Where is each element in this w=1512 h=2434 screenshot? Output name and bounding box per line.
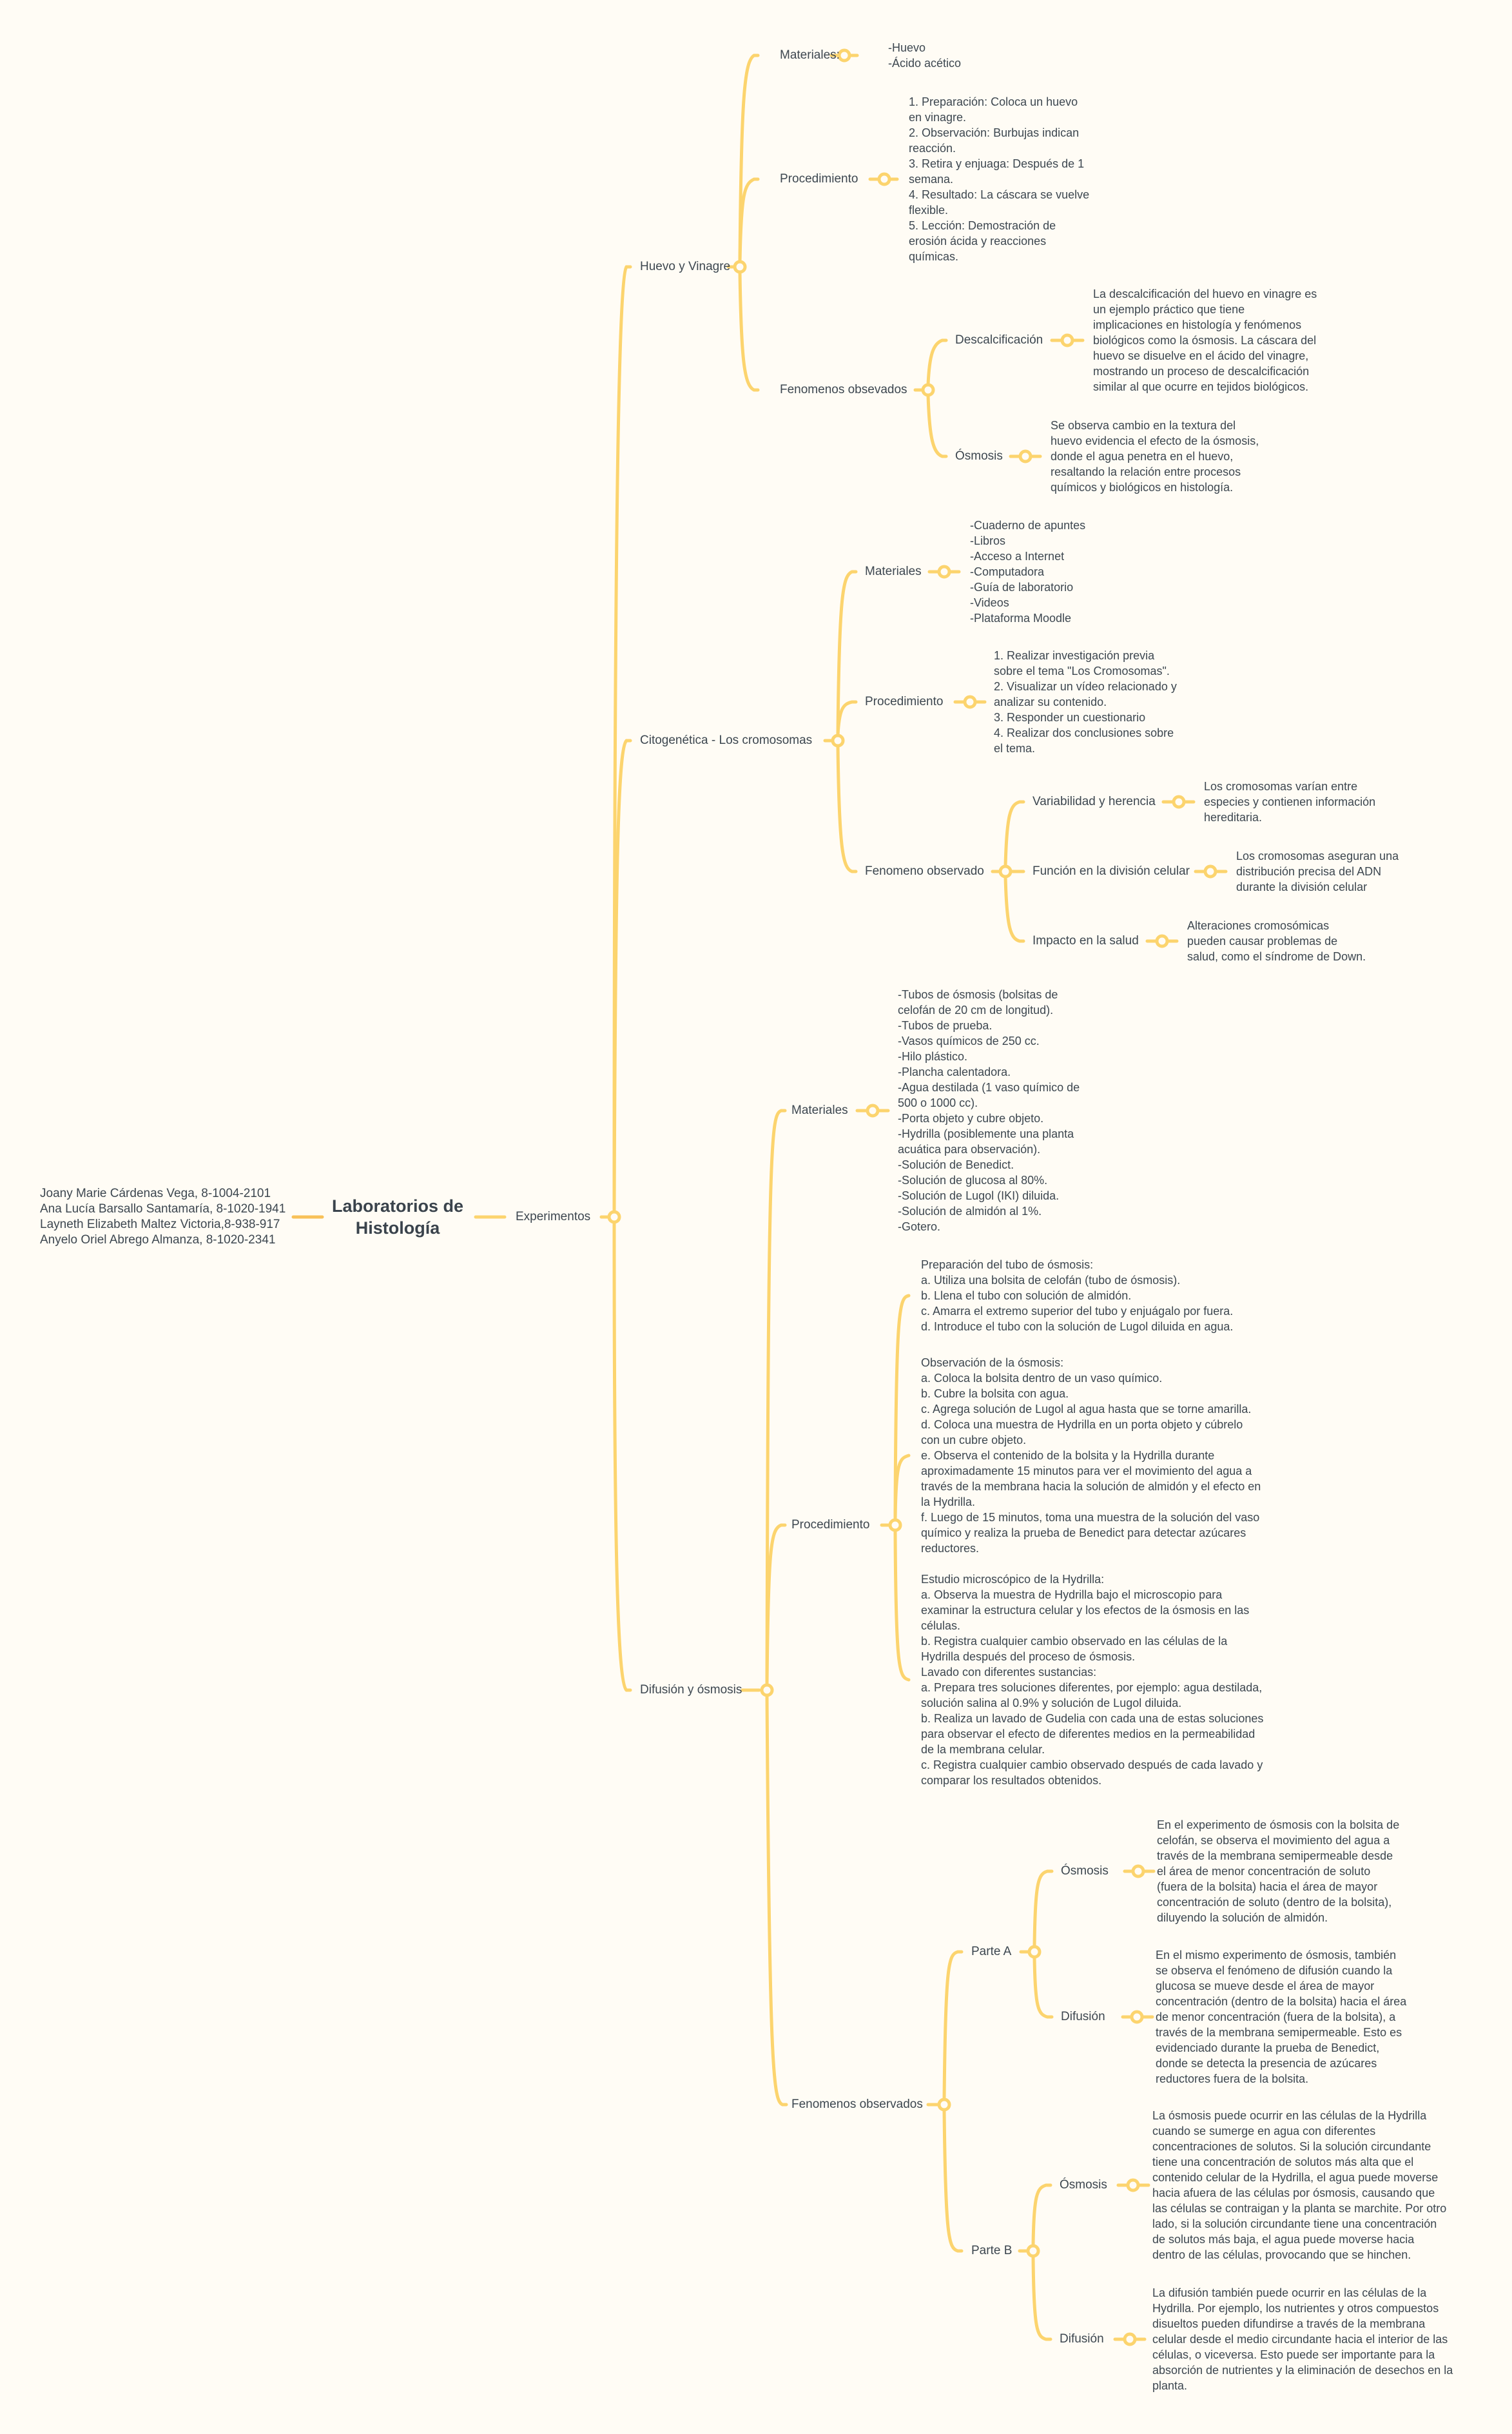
huevo-materiales-text: -Huevo -Ácido acético [888,41,962,70]
huevo-procedimiento-text: 1. Preparación: Coloca un huevo en vinag… [909,95,1090,263]
funcion-division-text: Los cromosomas aseguran una distribución… [1236,850,1399,893]
node-cito-procedimiento[interactable]: Procedimiento [865,695,944,708]
authors-list: Joany Marie Cárdenas Vega, 8-1004-2101 A… [40,1187,286,1247]
node-huevo-osmosis[interactable]: Ósmosis [955,449,1003,463]
node-parte-b[interactable]: Parte B [971,2244,1013,2257]
parte-b-osmosis-text: La ósmosis puede ocurrir en las células … [1152,2109,1447,2261]
node-descalcificacion[interactable]: Descalcificación [955,333,1043,347]
node-impacto-salud[interactable]: Impacto en la salud [1032,934,1139,948]
node-parte-b-difusion[interactable]: Difusión [1060,2332,1104,2346]
node-parte-a[interactable]: Parte A [971,1945,1012,1958]
parte-a-osmosis-text: En el experimento de ósmosis con la bols… [1157,1818,1400,1924]
node-dif-materiales[interactable]: Materiales [791,1104,848,1117]
node-difusion-osmosis[interactable]: Difusión y ósmosis [640,1683,742,1697]
dif-materiales-text: -Tubos de ósmosis (bolsitas de celofán d… [898,988,1080,1233]
huevo-osmosis-text: Se observa cambio en la textura del huev… [1051,419,1259,494]
node-experimentos[interactable]: Experimentos [516,1210,591,1223]
node-variabilidad[interactable]: Variabilidad y herencia [1032,795,1156,808]
node-huevo-procedimiento[interactable]: Procedimiento [780,172,858,186]
node-dif-fenomenos[interactable]: Fenomenos observados [791,2098,923,2111]
dif-procedimiento-block1: Preparación del tubo de ósmosis: a. Util… [921,1258,1234,1333]
variabilidad-text: Los cromosomas varían entre especies y c… [1204,780,1376,824]
node-huevo-fenomenos[interactable]: Fenomenos obsevados [780,383,907,396]
node-parte-a-osmosis[interactable]: Ósmosis [1061,1864,1109,1878]
node-citogenetica[interactable]: Citogenética - Los cromosomas [640,734,813,747]
node-cito-fenomeno[interactable]: Fenomeno observado [865,864,984,878]
node-huevo-y-vinagre[interactable]: Huevo y Vinagre [640,260,731,273]
node-huevo-materiales[interactable]: Materiales: [780,48,840,62]
cito-materiales-text: -Cuaderno de apuntes -Libros -Acceso a I… [970,519,1086,625]
impacto-salud-text: Alteraciones cromosómicas pueden causar … [1187,919,1366,963]
dif-procedimiento-block2: Observación de la ósmosis: a. Coloca la … [921,1356,1261,1555]
node-cito-materiales[interactable]: Materiales [865,565,922,578]
node-parte-b-osmosis[interactable]: Ósmosis [1060,2178,1107,2192]
node-funcion-division[interactable]: Función en la división celular [1032,864,1190,878]
root-topic-title[interactable]: Laboratorios de Histología [331,1196,464,1238]
parte-b-difusion-text: La difusión también puede ocurrir en las… [1152,2286,1453,2392]
node-parte-a-difusion[interactable]: Difusión [1061,2010,1105,2023]
dif-procedimiento-block3: Estudio microscópico de la Hydrilla: a. … [921,1573,1264,1787]
cito-procedimiento-text: 1. Realizar investigación previa sobre e… [994,649,1177,755]
descalcificacion-text: La descalcificación del huevo en vinagre… [1093,287,1317,393]
node-dif-procedimiento[interactable]: Procedimiento [791,1518,870,1532]
parte-a-difusion-text: En el mismo experimento de ósmosis, tamb… [1156,1949,1407,2085]
